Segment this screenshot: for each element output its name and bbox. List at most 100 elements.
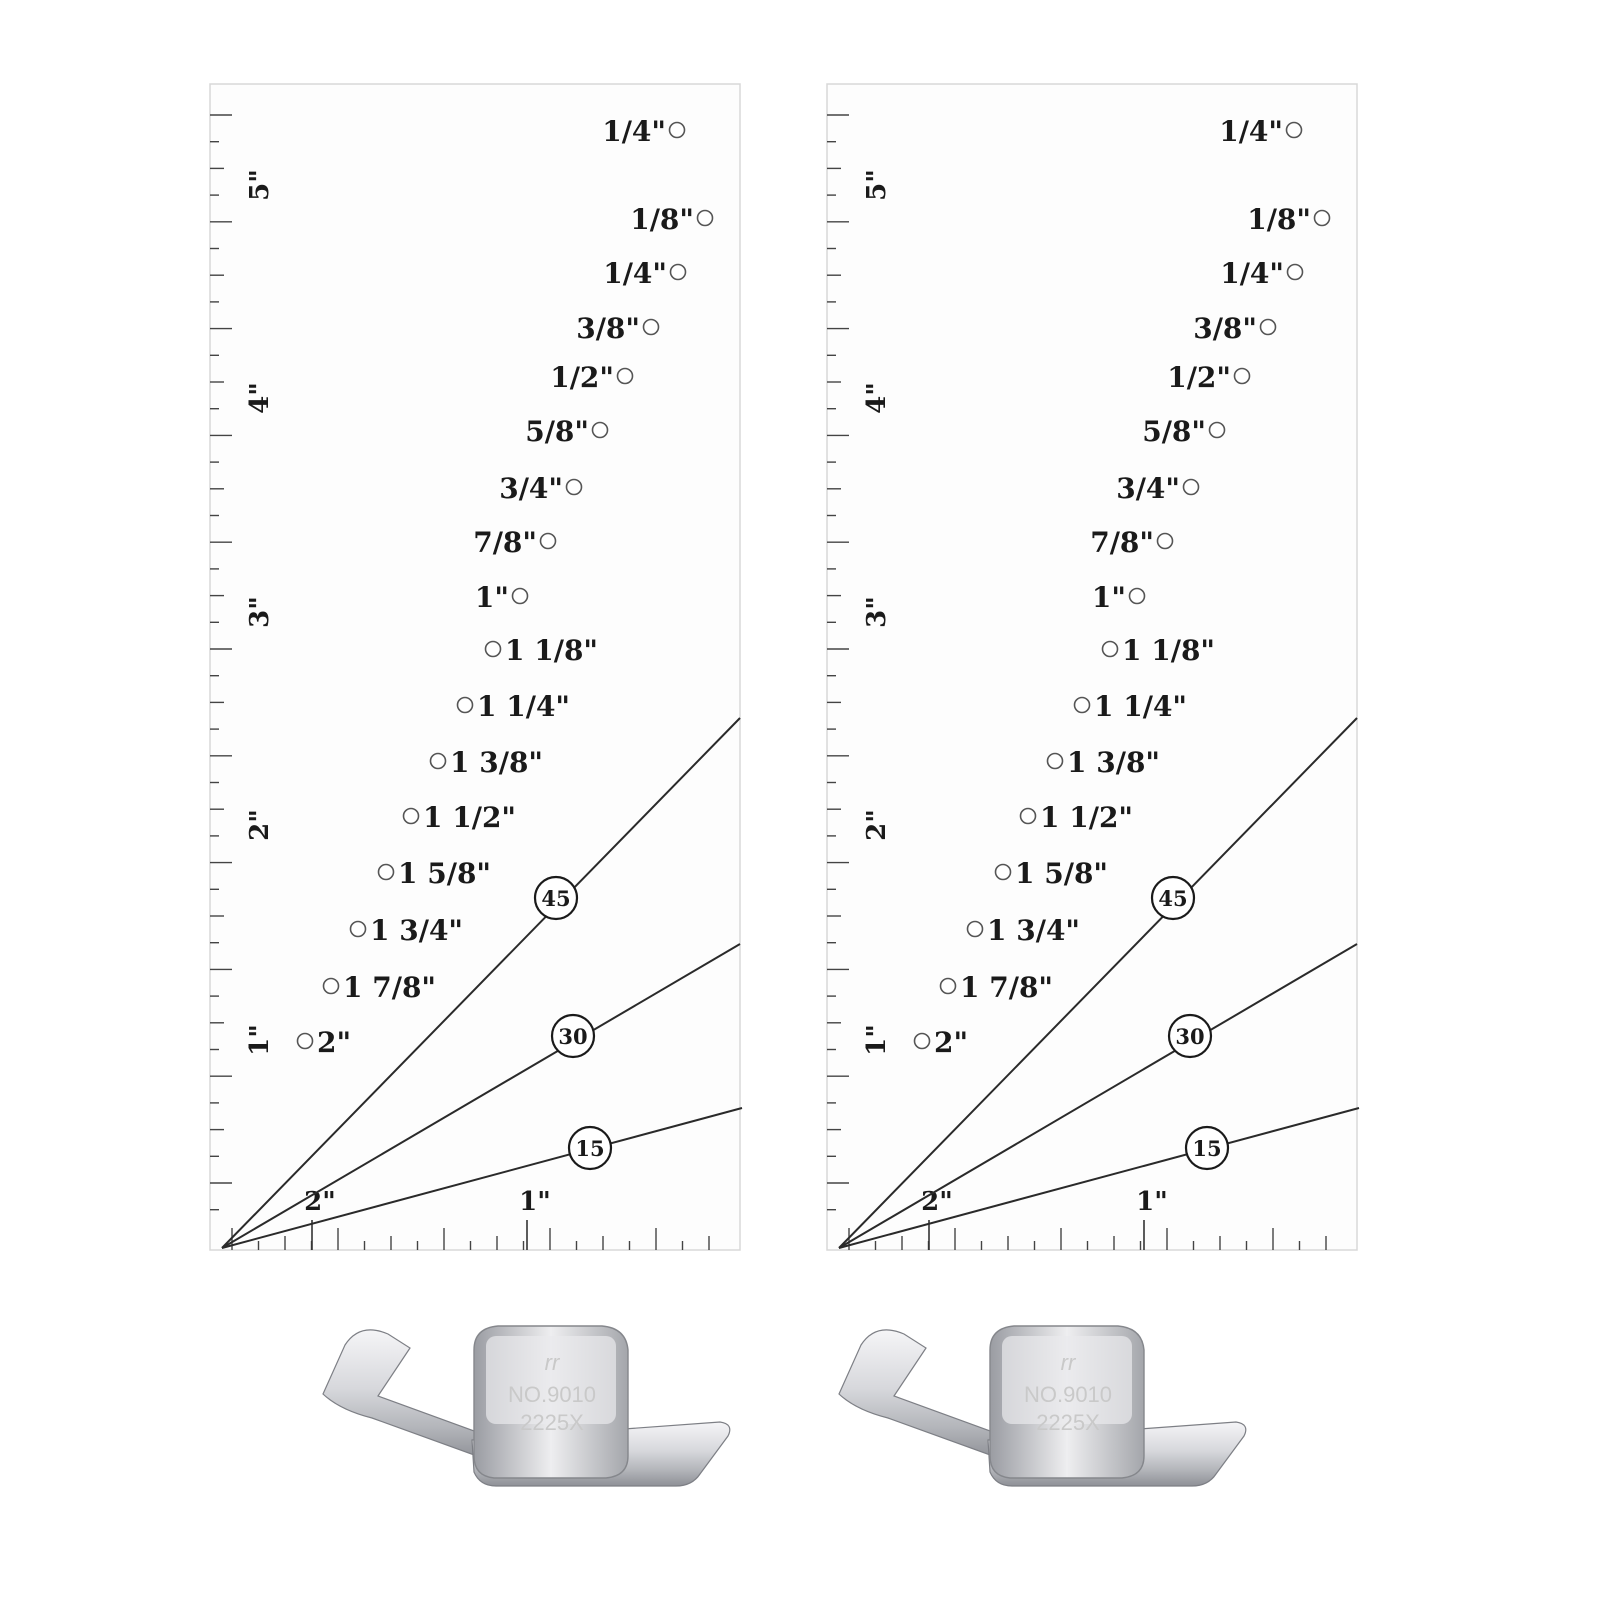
ruler-side-mark: 5" — [245, 169, 275, 201]
guide-brand-mark: rr — [1061, 1350, 1077, 1375]
seam-allowance-label: 1 7/8" — [343, 971, 436, 1004]
seam-allowance-label: 3/4" — [499, 472, 563, 505]
guide-model-text: NO.9010 — [508, 1382, 596, 1407]
quilting-ruler: 5"4"3"2"1"2"1"4530151/4"1/8"1/4"3/8"1/2"… — [209, 83, 743, 1251]
angle-badge — [1150, 875, 1196, 921]
seam-hole — [1285, 121, 1303, 139]
guide-brand-mark: rr — [545, 1350, 561, 1375]
seam-allowance-label: 1 1/4" — [1094, 690, 1187, 723]
guide-model-text: NO.9010 — [1024, 1382, 1112, 1407]
angle-badge — [550, 1013, 596, 1059]
seam-hole — [696, 209, 714, 227]
angle-line-30 — [838, 943, 1358, 1249]
seam-hole — [668, 121, 686, 139]
seam-allowance-label: 1/4" — [1219, 115, 1283, 148]
ruler-side-mark: 1" — [862, 1024, 892, 1056]
angle-label: 30 — [1175, 1024, 1204, 1049]
ruler-side-mark: 4" — [862, 382, 892, 414]
seam-hole — [1286, 263, 1304, 281]
seam-allowance-label: 2" — [317, 1026, 351, 1059]
seam-hole — [591, 421, 609, 439]
ruler-bottom-mark: 1" — [519, 1187, 551, 1217]
seam-hole — [1313, 209, 1331, 227]
seam-hole — [565, 478, 583, 496]
seam-allowance-label: 1/4" — [602, 115, 666, 148]
seam-allowance-label: 1/8" — [1247, 203, 1311, 236]
seam-hole — [1073, 696, 1091, 714]
seam-allowance-label: 1 1/8" — [505, 634, 598, 667]
angle-badge — [1167, 1013, 1213, 1059]
angle-line-45 — [221, 717, 741, 1249]
seam-hole — [484, 640, 502, 658]
seam-allowance-label: 1 3/8" — [450, 746, 543, 779]
ruler-bottom-mark: 2" — [921, 1187, 953, 1217]
seam-allowance-label: 3/4" — [1116, 472, 1180, 505]
quilting-ruler: 5"4"3"2"1"2"1"4530151/4"1/8"1/4"3/8"1/2"… — [826, 83, 1360, 1251]
seam-hole — [669, 263, 687, 281]
angle-badge — [567, 1125, 613, 1171]
guide-code-text: 2225X — [1036, 1410, 1100, 1435]
angle-line-30 — [221, 943, 741, 1249]
seam-allowance-label: 1" — [475, 581, 509, 614]
seam-hole — [1156, 532, 1174, 550]
seam-hole — [1233, 367, 1251, 385]
seam-allowance-label: 1 1/2" — [1040, 801, 1133, 834]
seam-allowance-label: 1 3/4" — [987, 914, 1080, 947]
seam-allowance-label: 1 7/8" — [960, 971, 1053, 1004]
angle-line-15 — [838, 1107, 1360, 1249]
seam-hole — [1046, 752, 1064, 770]
seam-allowance-label: 5/8" — [525, 415, 589, 448]
guide-hook — [838, 1329, 1005, 1461]
seam-hole — [322, 977, 340, 995]
angle-label: 45 — [1158, 886, 1187, 911]
seam-allowance-label: 1/8" — [630, 203, 694, 236]
seam-hole — [511, 587, 529, 605]
seam-hole — [1208, 421, 1226, 439]
angle-label: 15 — [575, 1136, 604, 1161]
seam-allowance-label: 2" — [934, 1026, 968, 1059]
seam-allowance-label: 1 5/8" — [398, 857, 491, 890]
seam-hole — [296, 1032, 314, 1050]
angle-label: 30 — [558, 1024, 587, 1049]
ruler-bottom-mark: 1" — [1136, 1187, 1168, 1217]
ruler-side-mark: 1" — [245, 1024, 275, 1056]
seam-hole — [939, 977, 957, 995]
seam-allowance-label: 1" — [1092, 581, 1126, 614]
ruler-side-mark: 3" — [862, 596, 892, 628]
ruler-body — [826, 83, 1358, 1251]
seam-allowance-label: 7/8" — [1090, 526, 1154, 559]
guide-highlight — [1002, 1336, 1132, 1424]
seam-hole — [966, 920, 984, 938]
seam-hole — [429, 752, 447, 770]
ruler-bottom-mark: 2" — [304, 1187, 336, 1217]
guide-hook — [322, 1329, 489, 1461]
seam-allowance-label: 7/8" — [473, 526, 537, 559]
seam-hole — [1019, 807, 1037, 825]
seam-hole — [1259, 318, 1277, 336]
ruler-side-mark: 2" — [862, 809, 892, 841]
angle-label: 45 — [541, 886, 570, 911]
ruler-side-mark: 2" — [245, 809, 275, 841]
angle-label: 15 — [1192, 1136, 1221, 1161]
seam-allowance-label: 1/2" — [1167, 361, 1231, 394]
seam-hole — [913, 1032, 931, 1050]
seam-hole — [402, 807, 420, 825]
seam-allowance-label: 3/8" — [1193, 312, 1257, 345]
angle-badge — [533, 875, 579, 921]
seam-hole — [456, 696, 474, 714]
guide-code-text: 2225X — [520, 1410, 584, 1435]
ruler-side-mark: 5" — [862, 169, 892, 201]
seam-allowance-label: 3/8" — [576, 312, 640, 345]
seam-allowance-label: 5/8" — [1142, 415, 1206, 448]
seam-hole — [642, 318, 660, 336]
seam-allowance-label: 1 3/4" — [370, 914, 463, 947]
seam-hole — [1128, 587, 1146, 605]
seam-allowance-label: 1 1/8" — [1122, 634, 1215, 667]
seam-hole — [1101, 640, 1119, 658]
seam-hole — [539, 532, 557, 550]
angle-badge — [1184, 1125, 1230, 1171]
